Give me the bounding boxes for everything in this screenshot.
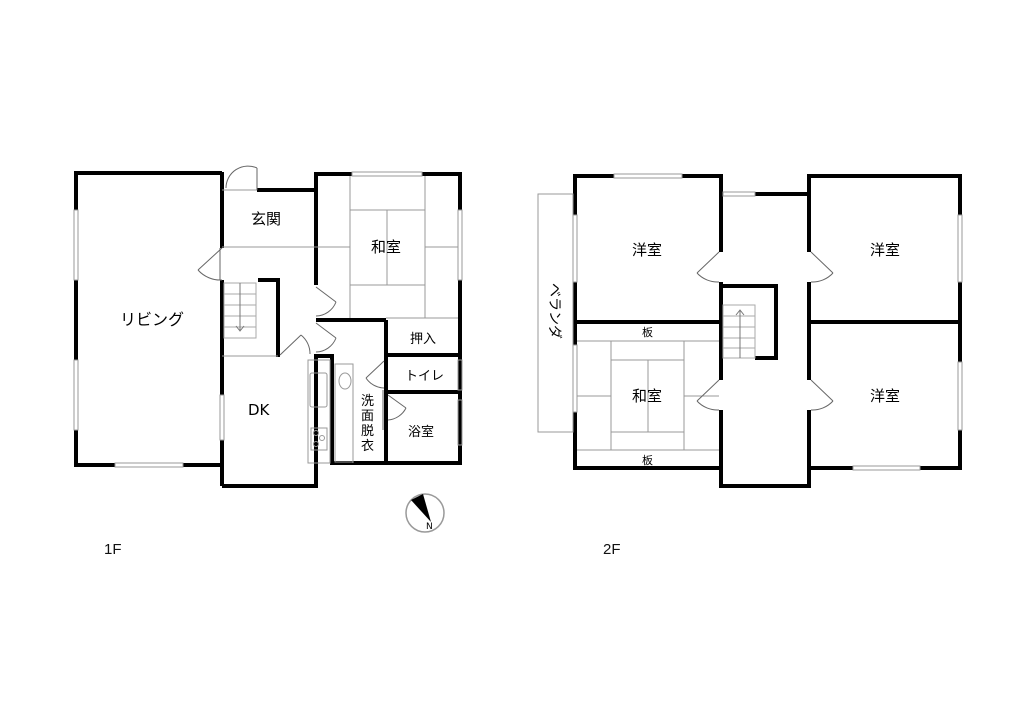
room-labels-1f: リビング 玄関 和室 DK 押入 トイレ 洗 面 脱 衣 浴室 [120,210,444,454]
floor-label-1f: 1F [104,541,122,558]
room-youshitsu-nw: 洋室 [632,241,662,259]
washitsu-1f-tatami [316,171,463,446]
floor-1f [73,165,463,488]
floor-label-2f: 2F [603,541,621,558]
living-walls [74,171,224,486]
hall-thin-lines [222,189,316,357]
label-ita-bottom: 板 [642,453,653,467]
room-washitsu-1f: 和室 [371,238,401,256]
washitsu-1f-walls [314,172,462,465]
hall-walls [222,172,334,488]
dk-door [279,334,311,356]
wet-area-doors [365,360,407,430]
svg-text:N: N [426,522,433,532]
washitsu-1f-door [315,286,337,353]
stairs-1f [223,282,257,339]
room-dk: DK [248,401,271,419]
room-senmen-3: 脱 [361,424,374,439]
2f-windows [537,173,963,471]
room-senmen-2: 面 [361,409,374,424]
floor-2f [537,173,963,488]
room-youshitsu-ne: 洋室 [870,241,900,259]
room-washitsu-2f: 和室 [632,387,662,405]
stairs-2f [722,304,756,359]
living-windows [73,209,225,468]
label-ita-top: 板 [642,325,653,339]
room-senmen-1: 洗 [361,394,374,409]
compass-icon: N [405,493,445,533]
washitsu-2f-tatami [577,340,719,451]
room-entrance: 玄関 [251,210,281,228]
label-veranda: ベランダ [546,283,562,339]
room-labels-2f: 洋室 洋室 洋室 和室 板 板 ベランダ [546,241,900,467]
room-youshitsu-se: 洋室 [870,387,900,405]
2f-doors [696,251,834,411]
room-oshiire: 押入 [410,332,436,347]
2f-walls [573,174,962,488]
entrance-door [225,165,258,190]
kitchen-counter [307,359,354,464]
room-living: リビング [120,310,184,329]
room-bath: 浴室 [408,424,434,440]
living-door [197,247,223,281]
room-senmen-4: 衣 [361,438,374,454]
room-toilet: トイレ [405,369,444,384]
